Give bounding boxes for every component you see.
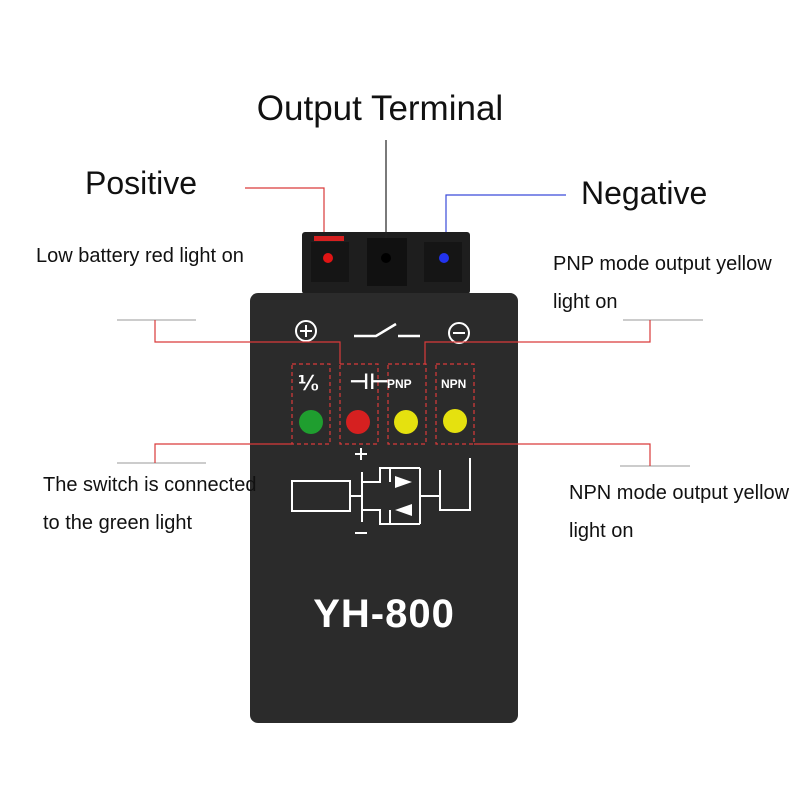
led-label-percent: ⅟₀ (298, 373, 320, 395)
negative-symbol-icon (448, 322, 470, 344)
model-label: YH-800 (313, 592, 455, 636)
circuit-symbol-icon (291, 448, 471, 534)
led-label-npn: NPN (441, 377, 467, 391)
switch-symbol-icon (354, 322, 420, 338)
led-yellow-pnp (394, 410, 418, 434)
positive-label: Positive (85, 165, 198, 201)
leader-lines-red (154, 187, 651, 466)
negative-label: Negative (581, 175, 708, 211)
led-label-pnp: PNP (387, 377, 412, 391)
terminal-positive-dot (323, 253, 333, 263)
positive-symbol-icon (295, 320, 317, 342)
negative-leader-line (445, 194, 566, 232)
pnp-mode-label: PNP mode output yellow light on (553, 253, 772, 313)
led-label-power: ⊣⊢ (349, 369, 390, 394)
highlight-box-pnp (387, 363, 427, 445)
led-red (346, 410, 370, 434)
npn-mode-label: NPN mode output yellow light on (569, 482, 790, 542)
terminal-red-marker (314, 236, 344, 241)
led-yellow-npn (443, 409, 467, 433)
device-body (250, 293, 518, 723)
terminal-negative-dot (439, 253, 449, 263)
highlight-box-green (291, 363, 331, 445)
output-terminal-label: Output Terminal (256, 89, 504, 128)
led-green (299, 410, 323, 434)
low-battery-label: Low battery red light on (36, 245, 244, 267)
terminal-output-dot (381, 253, 391, 263)
switch-green-label: The switch is connected to the green lig… (43, 474, 257, 534)
highlight-box-npn (435, 363, 475, 445)
leader-lines (117, 319, 703, 467)
highlight-box-red (339, 363, 379, 445)
